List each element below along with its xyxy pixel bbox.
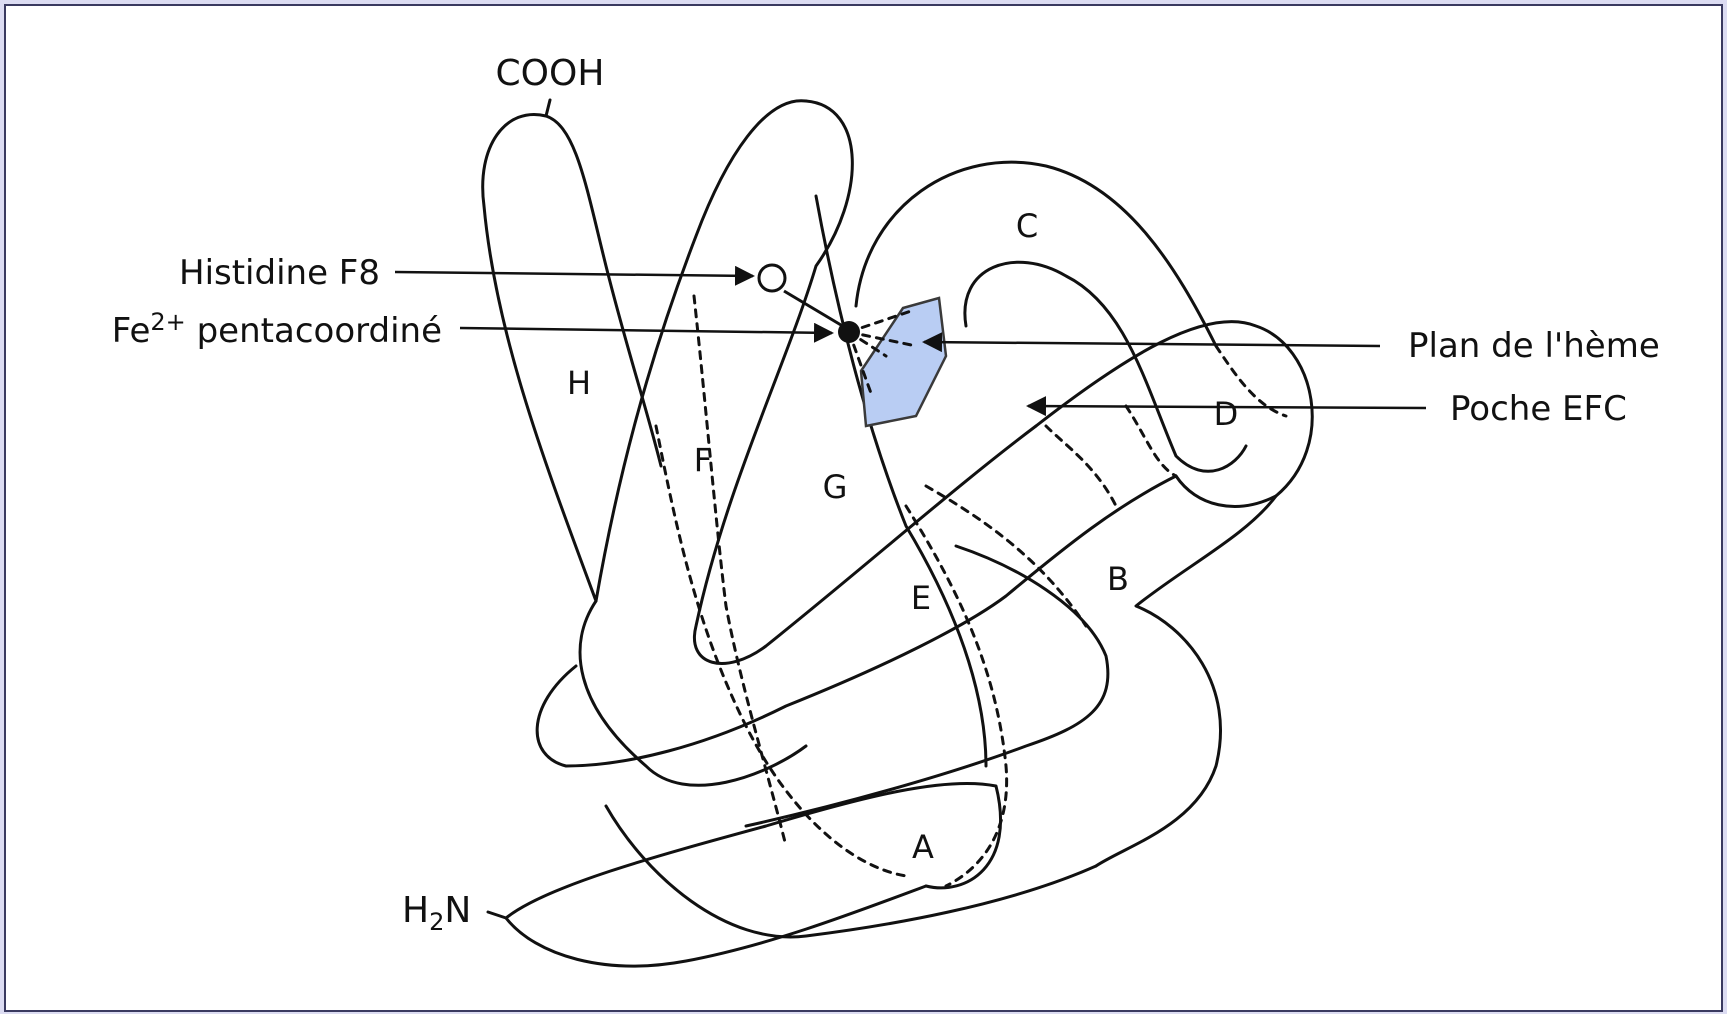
- hidden-segment-h: [694, 296, 786, 846]
- helix-label-g: G: [823, 468, 848, 506]
- helix-label-h: H: [567, 364, 591, 402]
- helix-label-d: D: [1214, 395, 1239, 433]
- helix-h-loop: [483, 114, 806, 785]
- histidine-f8-marker: [759, 265, 785, 291]
- helix-h-inner: [546, 116, 661, 466]
- helix-label-e: E: [911, 579, 931, 617]
- fe-arrow: [460, 328, 832, 333]
- helix-label-b: B: [1107, 560, 1129, 598]
- helix-c-inner: [965, 262, 1246, 471]
- helix-label-c: C: [1016, 207, 1038, 245]
- helix-d-loop: [1036, 322, 1312, 507]
- n-terminal-bond: [488, 912, 506, 918]
- c-terminal-bond: [546, 100, 550, 116]
- hidden-segment-b: [1046, 426, 1116, 506]
- diagram-frame: H F G E C D B A COOH H2N Histidine F8 Fe…: [4, 4, 1723, 1012]
- histidine-f8-label: Histidine F8: [179, 253, 380, 293]
- myoglobin-diagram: H F G E C D B A COOH H2N Histidine F8 Fe…: [6, 6, 1725, 1014]
- helix-label-f: F: [694, 441, 712, 479]
- fe-atom: [838, 321, 860, 343]
- polypeptide-chain: [483, 100, 1313, 966]
- pocket-efc-label: Poche EFC: [1450, 389, 1627, 429]
- heme-plane-label: Plan de l'hème: [1408, 326, 1660, 366]
- hidden-segment-e: [926, 486, 1086, 626]
- hidden-segment-f: [656, 426, 906, 876]
- histidine-arrow: [395, 272, 753, 276]
- n-terminal-tail: [506, 886, 926, 966]
- hidden-segments: [656, 296, 1286, 886]
- helix-a-strand: [606, 806, 1096, 937]
- fe-pentacoordinate-label: Fe2+ pentacoordiné: [112, 308, 442, 351]
- heme-plane: [861, 298, 946, 426]
- n-terminal-label: H2N: [402, 890, 471, 936]
- helix-labels: H F G E C D B A: [567, 207, 1238, 866]
- helix-label-a: A: [912, 828, 934, 866]
- c-terminal-label: COOH: [496, 53, 605, 94]
- helix-b-loop: [1096, 496, 1276, 866]
